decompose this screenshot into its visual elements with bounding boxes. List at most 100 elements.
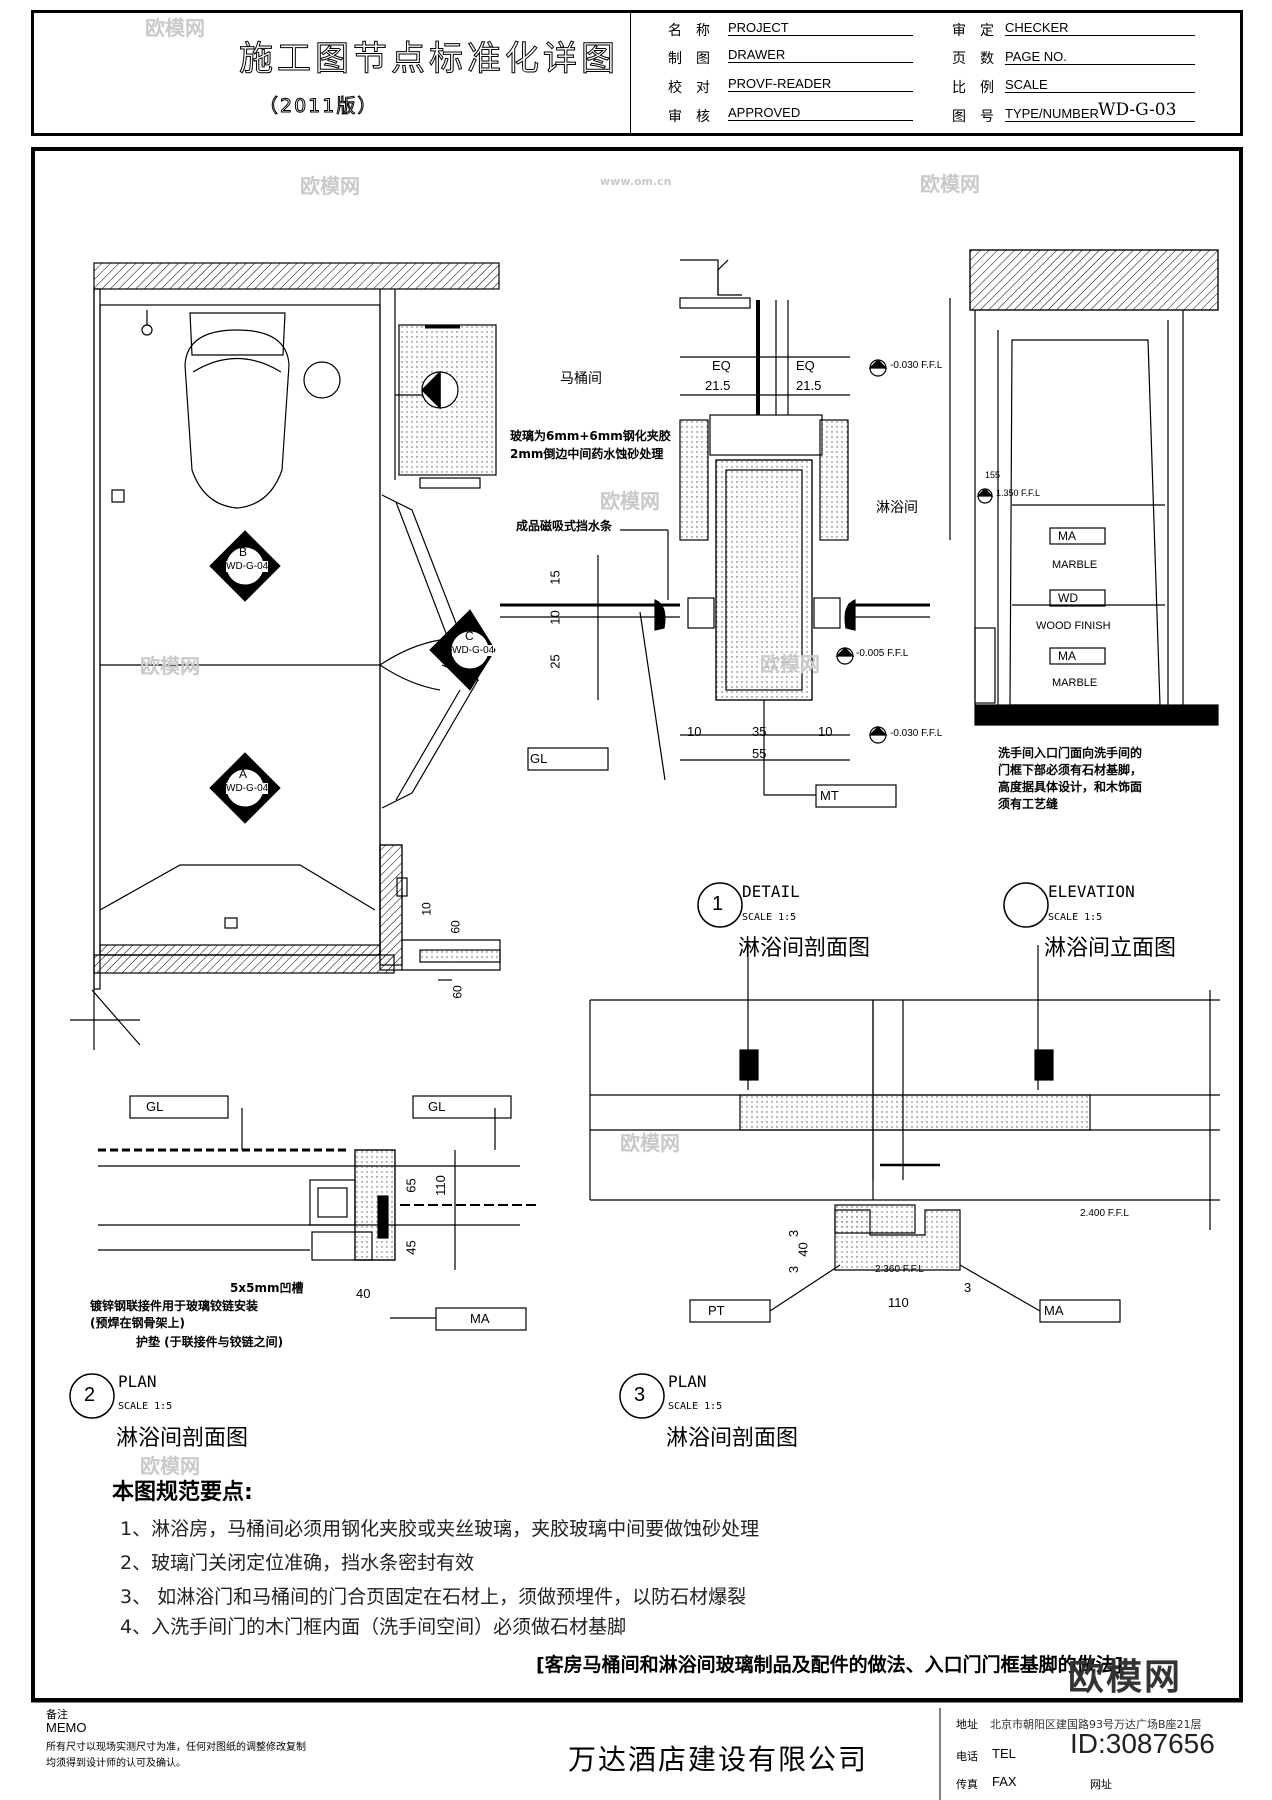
detail-1-caption: 淋浴间剖面图 [738, 936, 871, 961]
plan-2-section [98, 1095, 540, 1331]
p3-dim-3c: 3 [964, 1280, 972, 1295]
plan-left-wall [93, 288, 101, 990]
watermark-7: 欧模网 [620, 1131, 680, 1155]
watermark-2: 欧模网 [300, 174, 360, 198]
toilet-symbol [141, 310, 341, 509]
tag-b-letter: B [239, 545, 248, 559]
site-id: ID:3087656 [1070, 1728, 1215, 1759]
tb-row-project-label: 名称 [668, 23, 724, 39]
elev-wd: WD [1058, 591, 1078, 605]
detail-1-type: DETAIL [742, 882, 800, 901]
plan-3-section [589, 945, 1220, 1323]
d1-level-top: -0.030 F.F.L [890, 360, 943, 371]
drawing-frame [31, 147, 1243, 1702]
elevation-scale: SCALE 1:5 [1048, 912, 1103, 923]
d1-dim-10: 10 [547, 610, 563, 625]
p2-note-plate-2: (预焊在钢骨架上) [90, 1316, 185, 1330]
d1-dim-15: 15 [547, 570, 563, 585]
plan-2-caption: 淋浴间剖面图 [116, 1426, 249, 1451]
d1-dim-b35: 35 [752, 724, 767, 739]
d1-tag-gl: GL [530, 751, 548, 766]
tb-row-reader-label: 校对 [668, 80, 724, 96]
fax-value: FAX [992, 1774, 1017, 1789]
p2-dim-45: 45 [403, 1240, 419, 1255]
memo-label-en: MEMO [46, 1720, 87, 1735]
p2-dim-40: 40 [356, 1286, 371, 1301]
detail-1-section [500, 259, 951, 808]
elev-level-small: 155 [985, 470, 1001, 480]
tb-row-scale-label: 比例 [952, 80, 1008, 96]
spec-item-1: 1、淋浴房，马桶间必须用钢化夹胶或夹丝玻璃，夹胶玻璃中间要做蚀砂处理 [120, 1518, 760, 1540]
plan-3-caption: 淋浴间剖面图 [666, 1426, 799, 1451]
tag-c-ref: WD-G-04 [452, 645, 495, 656]
d1-dim-b55: 55 [752, 746, 767, 761]
elev-level: 1.350 F.F.L [996, 488, 1041, 498]
d1-eq1: EQ [712, 358, 731, 373]
tb-row-drawer-value: DRAWER [728, 47, 913, 63]
watermark-1: 欧模网 [145, 16, 205, 40]
room-shower-label: 淋浴间 [876, 500, 918, 516]
plan-room-outline [99, 304, 381, 956]
p3-dim-3a: 3 [786, 1229, 802, 1238]
tb-row-number-value: TYPE/NUMBER [1005, 106, 1195, 122]
tb-row-checker-label: 审定 [952, 23, 1008, 39]
footer-lines [31, 1701, 1243, 1800]
site-logo: 欧模网 [1068, 1657, 1183, 1698]
watermark-5: 欧模网 [140, 654, 200, 678]
spec-item-3: 3、 如淋浴门和马桶间的门合页固定在石材上，须做预埋件，以防石材爆裂 [120, 1586, 747, 1608]
p2-note-plate-1: 镀锌钢联接件用于玻璃铰链安装 [90, 1299, 259, 1313]
memo-label-cn: 备注 [46, 1708, 68, 1721]
drawing-edition: （2011版） [258, 95, 379, 118]
elev-ma1: MA [1058, 529, 1076, 543]
p2-gl-right: GL [428, 1099, 446, 1114]
plan-3-type: PLAN [668, 1372, 707, 1391]
tb-row-pageno-label: 页数 [952, 51, 1008, 67]
elev-marble2: MARBLE [1052, 677, 1098, 689]
elev-note-2: 门框下部必须有石材基脚， [998, 763, 1143, 777]
spec-item-4: 4、入洗手间门的木门框内面（洗手间空间）必须做石材基脚 [120, 1616, 627, 1638]
memo-line-2: 均须得到设计师的认可及确认。 [46, 1758, 186, 1769]
title-block: 施工图节点标准化详图 （2011版） [31, 10, 1243, 136]
plan-dim-60b: 60 [450, 985, 465, 999]
d1-tag-mt: MT [820, 788, 839, 803]
web-label: 网址 [1090, 1778, 1112, 1791]
p3-level-left: 2.360 F.F.L [875, 1264, 924, 1275]
watermark-6: 欧模网 [760, 652, 820, 676]
d1-level-bot: -0.030 F.F.L [890, 728, 943, 739]
tb-row-pageno-value: PAGE NO. [1005, 49, 1195, 65]
p2-dim-110: 110 [432, 1175, 448, 1196]
tel-label: 电话 [956, 1750, 978, 1763]
p3-ma: MA [1044, 1303, 1064, 1318]
p3-pt: PT [708, 1303, 725, 1318]
bathroom-plan [70, 262, 501, 1050]
drawing-number: WD-G-03 [1098, 100, 1177, 120]
tb-row-reader-value: PROVF-READER [728, 76, 913, 92]
tb-row-approved-label: 审核 [668, 109, 724, 125]
address-value: 北京市朝阳区建国路93号万达广场B座21层 [990, 1718, 1202, 1731]
p2-note-pad: 护垫 (于联接件与铰链之间) [136, 1335, 284, 1349]
plan-2-scale: SCALE 1:5 [118, 1401, 173, 1412]
elev-note-1: 洗手间入口门面向洗手间的 [998, 746, 1143, 760]
plan-top-wall [93, 262, 500, 290]
d1-21a: 21.5 [705, 378, 731, 393]
p2-note-groove: 5x5mm凹槽 [230, 1281, 304, 1295]
spec-item-2: 2、玻璃门关闭定位准确，挡水条密封有效 [120, 1552, 475, 1574]
watermark-4: 欧模网 [920, 172, 980, 196]
elev-wood: WOOD FINISH [1036, 620, 1111, 632]
watermark-3: 欧模网 [600, 489, 660, 513]
seal-note: 成品磁吸式挡水条 [516, 519, 613, 533]
elevation-caption: 淋浴间立面图 [1044, 936, 1177, 961]
watermark-9: www.om.cn [600, 175, 672, 188]
d1-eq2: EQ [796, 358, 815, 373]
plan-3-number: 3 [634, 1384, 646, 1406]
p2-ma: MA [470, 1311, 490, 1326]
d1-level-mid: -0.005 F.F.L [856, 648, 909, 659]
p2-dim-65: 65 [403, 1178, 419, 1193]
tag-a-ref: WD-G-04 [226, 783, 269, 794]
tb-row-drawer-label: 制图 [668, 51, 724, 67]
tb-row-approved-value: APPROVED [728, 105, 913, 121]
tel-value: TEL [992, 1746, 1016, 1761]
address-label: 地址 [956, 1718, 978, 1731]
d1-dim-b10a: 10 [687, 724, 702, 739]
